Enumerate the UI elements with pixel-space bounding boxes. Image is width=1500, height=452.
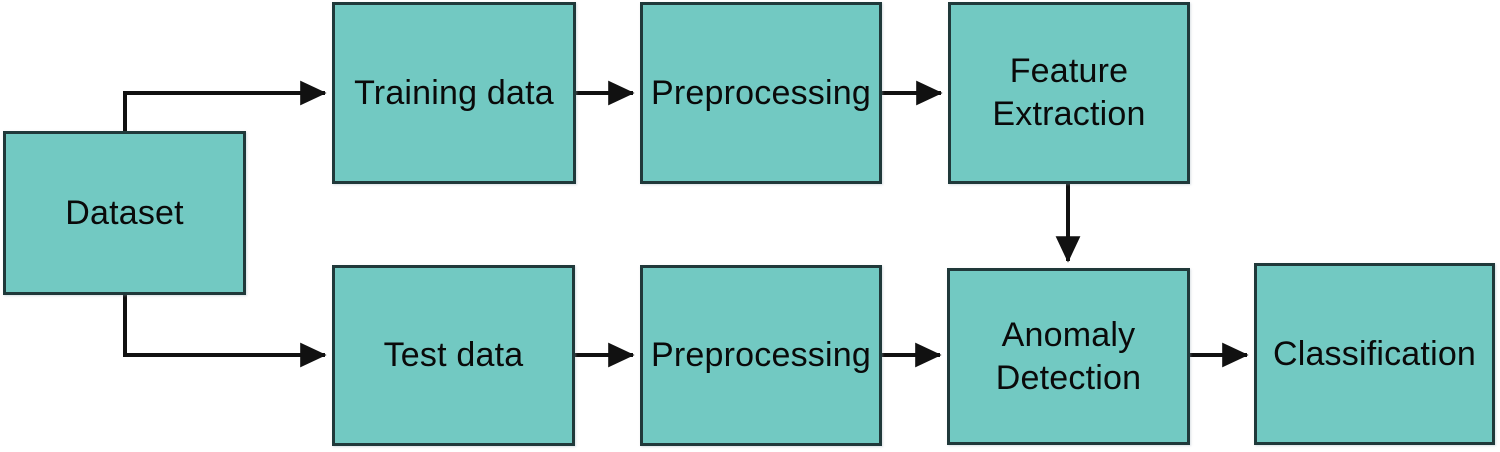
node-preprocessing-test-label: Preprocessing — [651, 336, 871, 374]
node-feature-extraction-label: Feature Extraction — [992, 52, 1146, 133]
node-test-data[interactable]: Test data — [332, 265, 575, 446]
node-classification-label: Classification — [1272, 334, 1477, 373]
node-preprocessing-training-label: Preprocessing — [651, 73, 871, 112]
node-training-data[interactable]: Training data — [332, 2, 576, 184]
node-feature-extraction[interactable]: Feature Extraction — [948, 2, 1190, 184]
node-anomaly-detection-label: Anomaly Detection — [995, 315, 1142, 397]
node-preprocessing-test[interactable]: Preprocessing — [640, 265, 882, 446]
node-anomaly-detection[interactable]: Anomaly Detection — [947, 268, 1190, 445]
node-dataset-label: Dataset — [65, 193, 184, 232]
node-dataset[interactable]: Dataset — [3, 131, 246, 295]
edge-dataset-to-test — [123, 295, 327, 368]
node-classification[interactable]: Classification — [1254, 263, 1495, 445]
node-training-data-label: Training data — [354, 73, 554, 112]
node-preprocessing-training[interactable]: Preprocessing — [640, 2, 882, 184]
edge-dataset-to-training — [123, 80, 327, 131]
node-test-data-label: Test data — [383, 336, 524, 374]
